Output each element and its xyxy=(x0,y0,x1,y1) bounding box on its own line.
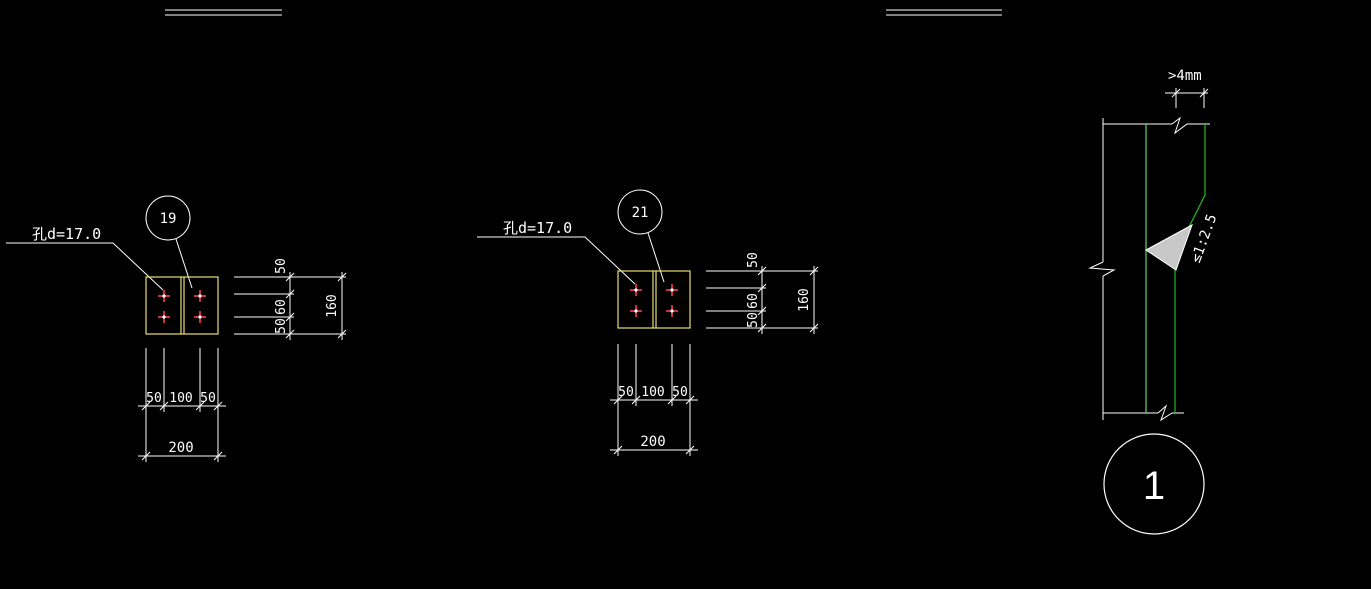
marker-bubble xyxy=(617,189,663,235)
dim-v-50-bottom: 50 xyxy=(746,312,761,328)
dim-v-160: 160 xyxy=(797,288,812,311)
dim-h-50-left: 50 xyxy=(618,385,634,400)
dim-h-50-right: 50 xyxy=(200,391,216,406)
weld-symbol-triangle xyxy=(1145,223,1193,271)
dim-v-50-top: 50 xyxy=(746,252,761,268)
dim-v-160: 160 xyxy=(325,294,340,317)
section-marker-number: 1 xyxy=(1143,464,1165,508)
vertical-dimensions xyxy=(706,266,819,334)
detail-middle: 孔d=17.0 21 xyxy=(477,189,819,456)
dim-h-200: 200 xyxy=(168,440,193,456)
splice-plate xyxy=(617,270,691,329)
horizontal-dimensions xyxy=(610,344,698,456)
dim-h-100: 100 xyxy=(641,385,664,400)
dim-v-60: 60 xyxy=(746,293,761,309)
plate-outline xyxy=(1088,116,1210,422)
marker-bubble xyxy=(145,195,191,241)
dim-v-60: 60 xyxy=(274,299,289,315)
dim-v-50-bottom: 50 xyxy=(274,318,289,334)
section-marker-bubble xyxy=(1103,433,1205,535)
weld-detail: >4mm ≤1:2.5 1 xyxy=(1088,68,1220,535)
title-underline-left xyxy=(165,9,282,16)
splice-plate xyxy=(145,276,219,335)
dim-h-100: 100 xyxy=(169,391,192,406)
horizontal-dimensions xyxy=(138,348,226,462)
dim-v-50-top: 50 xyxy=(274,258,289,274)
vertical-dimensions xyxy=(234,272,347,340)
gap-dimension xyxy=(1165,88,1209,108)
dim-h-50-left: 50 xyxy=(146,391,162,406)
detail-left: 孔d=17.0 19 xyxy=(6,195,347,462)
marker-number: 21 xyxy=(632,205,649,221)
hole-leader-line xyxy=(6,242,164,291)
dim-h-50-right: 50 xyxy=(672,385,688,400)
hole-label: 孔d=17.0 xyxy=(503,219,572,237)
marker-number: 19 xyxy=(160,211,177,227)
dim-h-200: 200 xyxy=(640,434,665,450)
title-underline-right xyxy=(886,9,1002,16)
gap-label: >4mm xyxy=(1168,68,1202,84)
hole-leader-line xyxy=(477,236,636,285)
hole-label: 孔d=17.0 xyxy=(32,225,101,243)
